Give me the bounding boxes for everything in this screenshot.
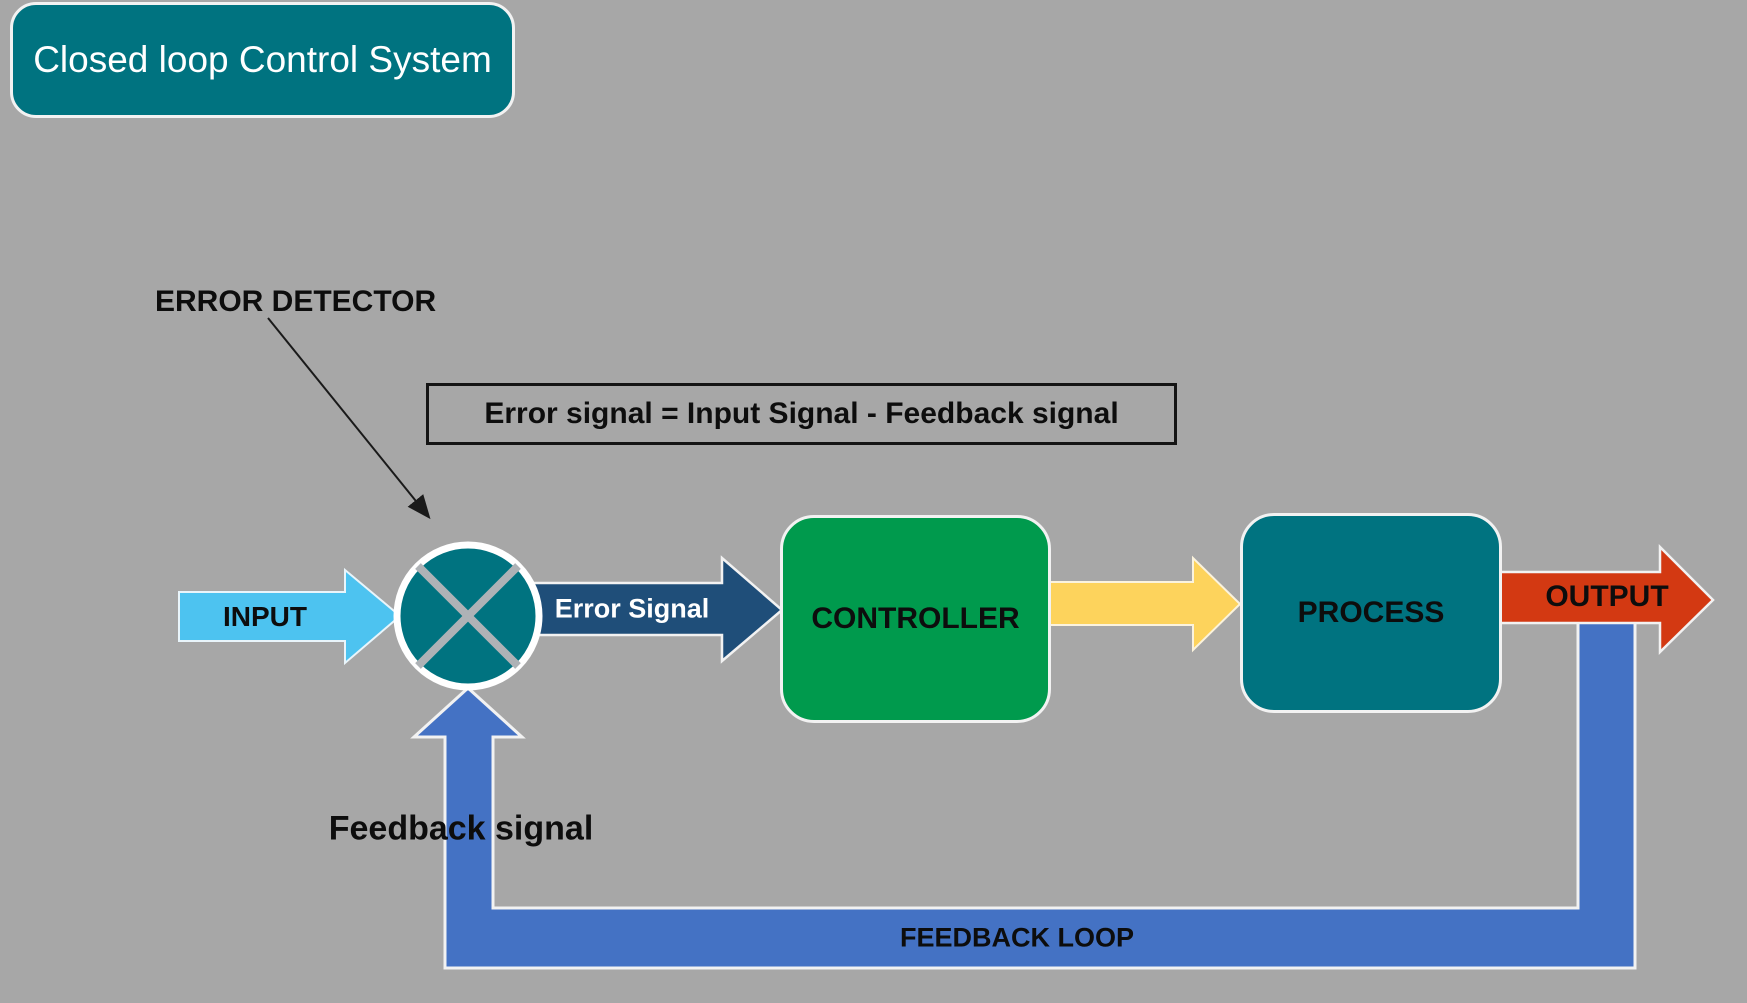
controller-to-process-arrow — [1047, 555, 1242, 653]
error-formula-text: Error signal = Input Signal - Feedback s… — [484, 397, 1119, 430]
output-arrow — [1496, 543, 1715, 655]
process-block: PROCESS — [1240, 513, 1502, 713]
error-detector-pointer-line — [267, 317, 431, 520]
input-label: INPUT — [223, 601, 307, 632]
process-label: PROCESS — [1297, 596, 1445, 629]
input-arrow — [178, 567, 402, 666]
controller-block: CONTROLLER — [780, 515, 1051, 723]
page-title: Closed loop Control System — [33, 39, 492, 80]
error-signal-label: Error Signal — [554, 593, 710, 624]
error-signal-arrow — [531, 555, 784, 664]
error-detector-label: ERROR DETECTOR — [155, 285, 437, 318]
controller-label: CONTROLLER — [811, 602, 1020, 635]
feedback-signal-label: Feedback signal — [328, 809, 594, 848]
output-label: OUTPUT — [1545, 580, 1669, 613]
title-box: Closed loop Control System — [10, 2, 515, 118]
error-formula-box: Error signal = Input Signal - Feedback s… — [426, 383, 1177, 445]
feedback-loop-label: FEEDBACK LOOP — [899, 922, 1135, 953]
junction-cross-line-2 — [415, 563, 521, 669]
